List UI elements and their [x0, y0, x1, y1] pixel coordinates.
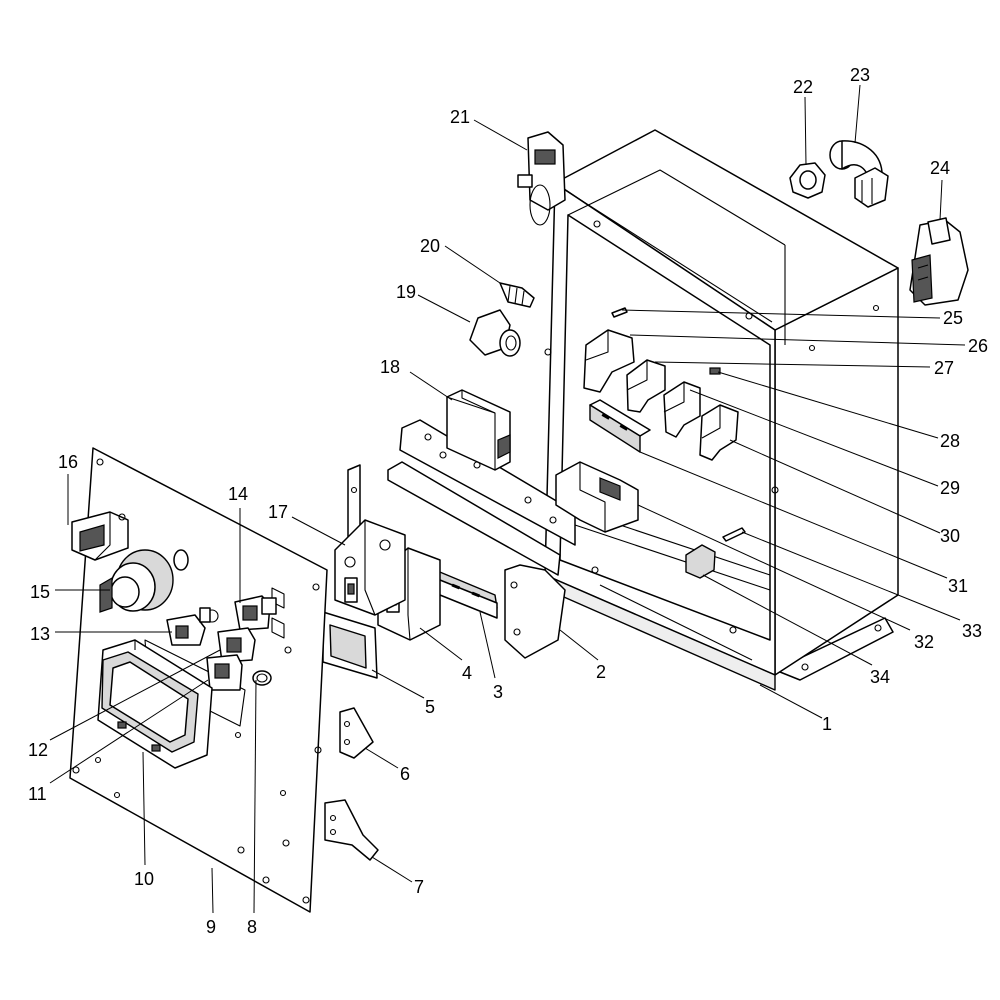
jumper-28 — [709, 367, 721, 375]
mounting-bracket — [347, 419, 576, 659]
pin-33 — [722, 527, 746, 542]
contactor-32 — [555, 461, 639, 533]
power-connector — [909, 217, 969, 306]
enclosure-box — [544, 129, 899, 691]
callout-15: 15 — [30, 582, 50, 602]
callout-14: 14 — [228, 484, 248, 504]
callout-31: 31 — [948, 576, 968, 596]
circuit-breaker-17 — [334, 519, 406, 616]
key-switch — [99, 549, 174, 613]
callout-2: 2 — [596, 662, 606, 682]
callout-33: 33 — [962, 621, 982, 641]
callout-20: 20 — [420, 236, 440, 256]
panel-switch-13 — [166, 607, 219, 646]
callout-13: 13 — [30, 624, 50, 644]
callout-12: 12 — [28, 740, 48, 760]
callout-5: 5 — [425, 697, 435, 717]
elbow-fitting — [829, 140, 889, 208]
callout-34: 34 — [870, 667, 890, 687]
callout-9: 9 — [206, 917, 216, 937]
callout-22: 22 — [793, 77, 813, 97]
callout-1: 1 — [822, 714, 832, 734]
callout-23: 23 — [850, 65, 870, 85]
fitting-20 — [499, 282, 535, 308]
panel-indicator-11 — [206, 654, 243, 691]
relay-block — [446, 389, 511, 471]
callout-17: 17 — [268, 502, 288, 522]
callout-8: 8 — [247, 917, 257, 937]
leader-lines — [49, 84, 966, 914]
callout-4: 4 — [462, 663, 472, 683]
callout-11: 11 — [28, 784, 47, 804]
plug-34 — [685, 544, 716, 579]
cable-gland-19 — [469, 309, 521, 357]
din-rail — [434, 569, 498, 619]
end-clamp-27 — [626, 359, 666, 413]
callout-18: 18 — [380, 357, 400, 377]
callout-3: 3 — [493, 682, 503, 702]
callout-labels: 1 2 3 4 5 6 7 8 9 10 11 12 13 14 15 16 1… — [28, 65, 988, 937]
callout-21: 21 — [450, 107, 470, 127]
callout-26: 26 — [968, 336, 988, 356]
callout-29: 29 — [940, 478, 960, 498]
panel-switch-14 — [234, 595, 277, 631]
callout-10: 10 — [134, 869, 154, 889]
callout-25: 25 — [943, 308, 963, 328]
latch-21 — [517, 131, 566, 226]
callout-27: 27 — [934, 358, 954, 378]
callout-28: 28 — [940, 431, 960, 451]
panel-switch-12 — [217, 627, 256, 663]
display-unit — [97, 639, 213, 769]
terminal-block-29 — [663, 381, 701, 438]
pilot-lamp — [252, 670, 272, 686]
hex-nut — [789, 162, 826, 199]
callout-6: 6 — [400, 764, 410, 784]
callout-30: 30 — [940, 526, 960, 546]
end-clamp-26 — [583, 329, 635, 393]
callout-32: 32 — [914, 632, 934, 652]
bracket-clip-7 — [324, 799, 379, 861]
callout-24: 24 — [930, 158, 950, 178]
rocker-switch — [71, 511, 129, 561]
bracket-clip-6 — [339, 707, 374, 759]
callout-16: 16 — [58, 452, 78, 472]
terminal-block-30 — [699, 404, 739, 461]
callout-7: 7 — [414, 877, 424, 897]
display-gasket — [322, 611, 378, 679]
callout-19: 19 — [396, 282, 416, 302]
